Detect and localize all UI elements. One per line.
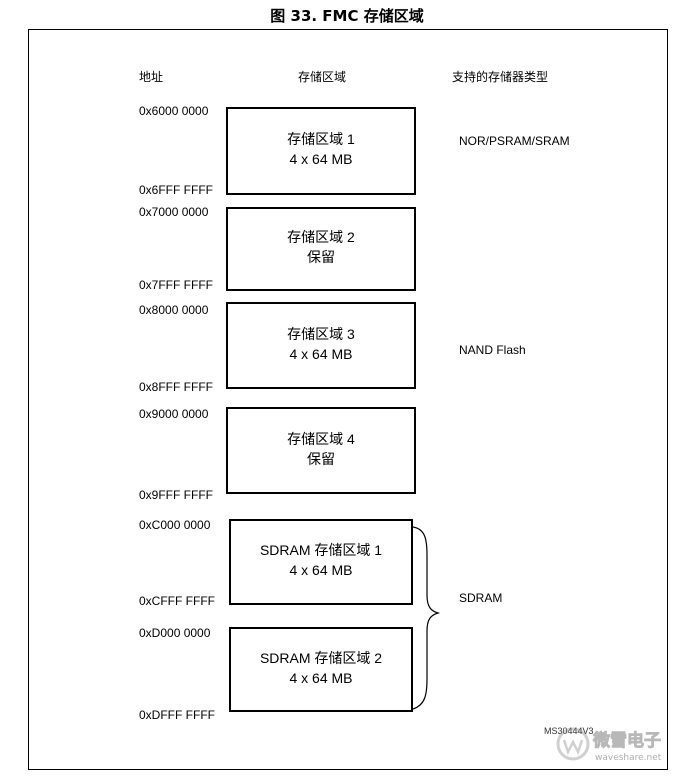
bank2-block: 存储区域 2 保留 [226, 207, 416, 291]
bank3-start-address: 0x8000 0000 [139, 303, 209, 317]
bank1-end-address: 0x6FFF FFFF [139, 183, 213, 197]
bank1-start-address: 0x6000 0000 [139, 104, 209, 118]
watermark-url-text: waveshare.net [595, 753, 662, 763]
memory-type-column-header: 支持的存储器类型 [452, 70, 549, 84]
bank1-block: 存储区域 1 4 x 64 MB [226, 107, 416, 195]
bank4-end-address: 0x9FFF FFFF [139, 488, 213, 502]
memory-type-nand: NAND Flash [459, 343, 526, 357]
sdram-brace [412, 526, 441, 710]
bank1-size: 4 x 64 MB [289, 151, 353, 167]
sdram-bank2-size: 4 x 64 MB [289, 669, 353, 686]
bank3-end-address: 0x8FFF FFFF [139, 380, 213, 394]
sdram-bank2-block: SDRAM 存储区域 2 4 x 64 MB [229, 627, 413, 712]
address-column-header: 地址 [139, 70, 164, 84]
bank3-block: 存储区域 3 4 x 64 MB [226, 302, 416, 389]
figure-title: 图 33. FMC 存储区域 [270, 7, 424, 25]
bank4-name: 存储区域 4 [287, 430, 355, 447]
diagram-frame [28, 29, 668, 770]
bank-column-header: 存储区域 [298, 70, 347, 84]
bank3-name: 存储区域 3 [287, 325, 355, 342]
watermark-brand-text: 微雪电子 [592, 730, 661, 751]
bank4-size: 保留 [307, 450, 335, 467]
memory-type-nor: NOR/PSRAM/SRAM [459, 134, 570, 148]
sdram-bank1-size: 4 x 64 MB [289, 562, 353, 578]
sdram-bank1-end-address: 0xCFFF FFFF [139, 594, 215, 608]
bank3-size: 4 x 64 MB [289, 345, 353, 362]
figure-reference-code: MS30444V3 [544, 726, 594, 736]
bank2-name: 存储区域 2 [287, 229, 355, 245]
bank2-start-address: 0x7000 0000 [139, 205, 209, 219]
bank2-end-address: 0x7FFF FFFF [139, 278, 213, 292]
sdram-bank1-name: SDRAM 存储区域 1 [259, 542, 383, 558]
memory-type-sdram: SDRAM [459, 591, 503, 605]
bank4-start-address: 0x9000 0000 [139, 407, 209, 421]
bank1-name: 存储区域 1 [287, 131, 355, 147]
sdram-bank2-end-address: 0xDFFF FFFF [139, 708, 215, 722]
waveshare-watermark: 微雪电子 waveshare.net [556, 727, 662, 763]
bank2-size: 保留 [307, 249, 335, 265]
sdram-bank1-start-address: 0xC000 0000 [139, 518, 211, 532]
sdram-bank2-start-address: 0xD000 0000 [139, 626, 211, 640]
sdram-bank1-block: SDRAM 存储区域 1 4 x 64 MB [229, 519, 413, 605]
bank4-block: 存储区域 4 保留 [226, 407, 416, 494]
sdram-bank2-name: SDRAM 存储区域 2 [259, 649, 383, 666]
